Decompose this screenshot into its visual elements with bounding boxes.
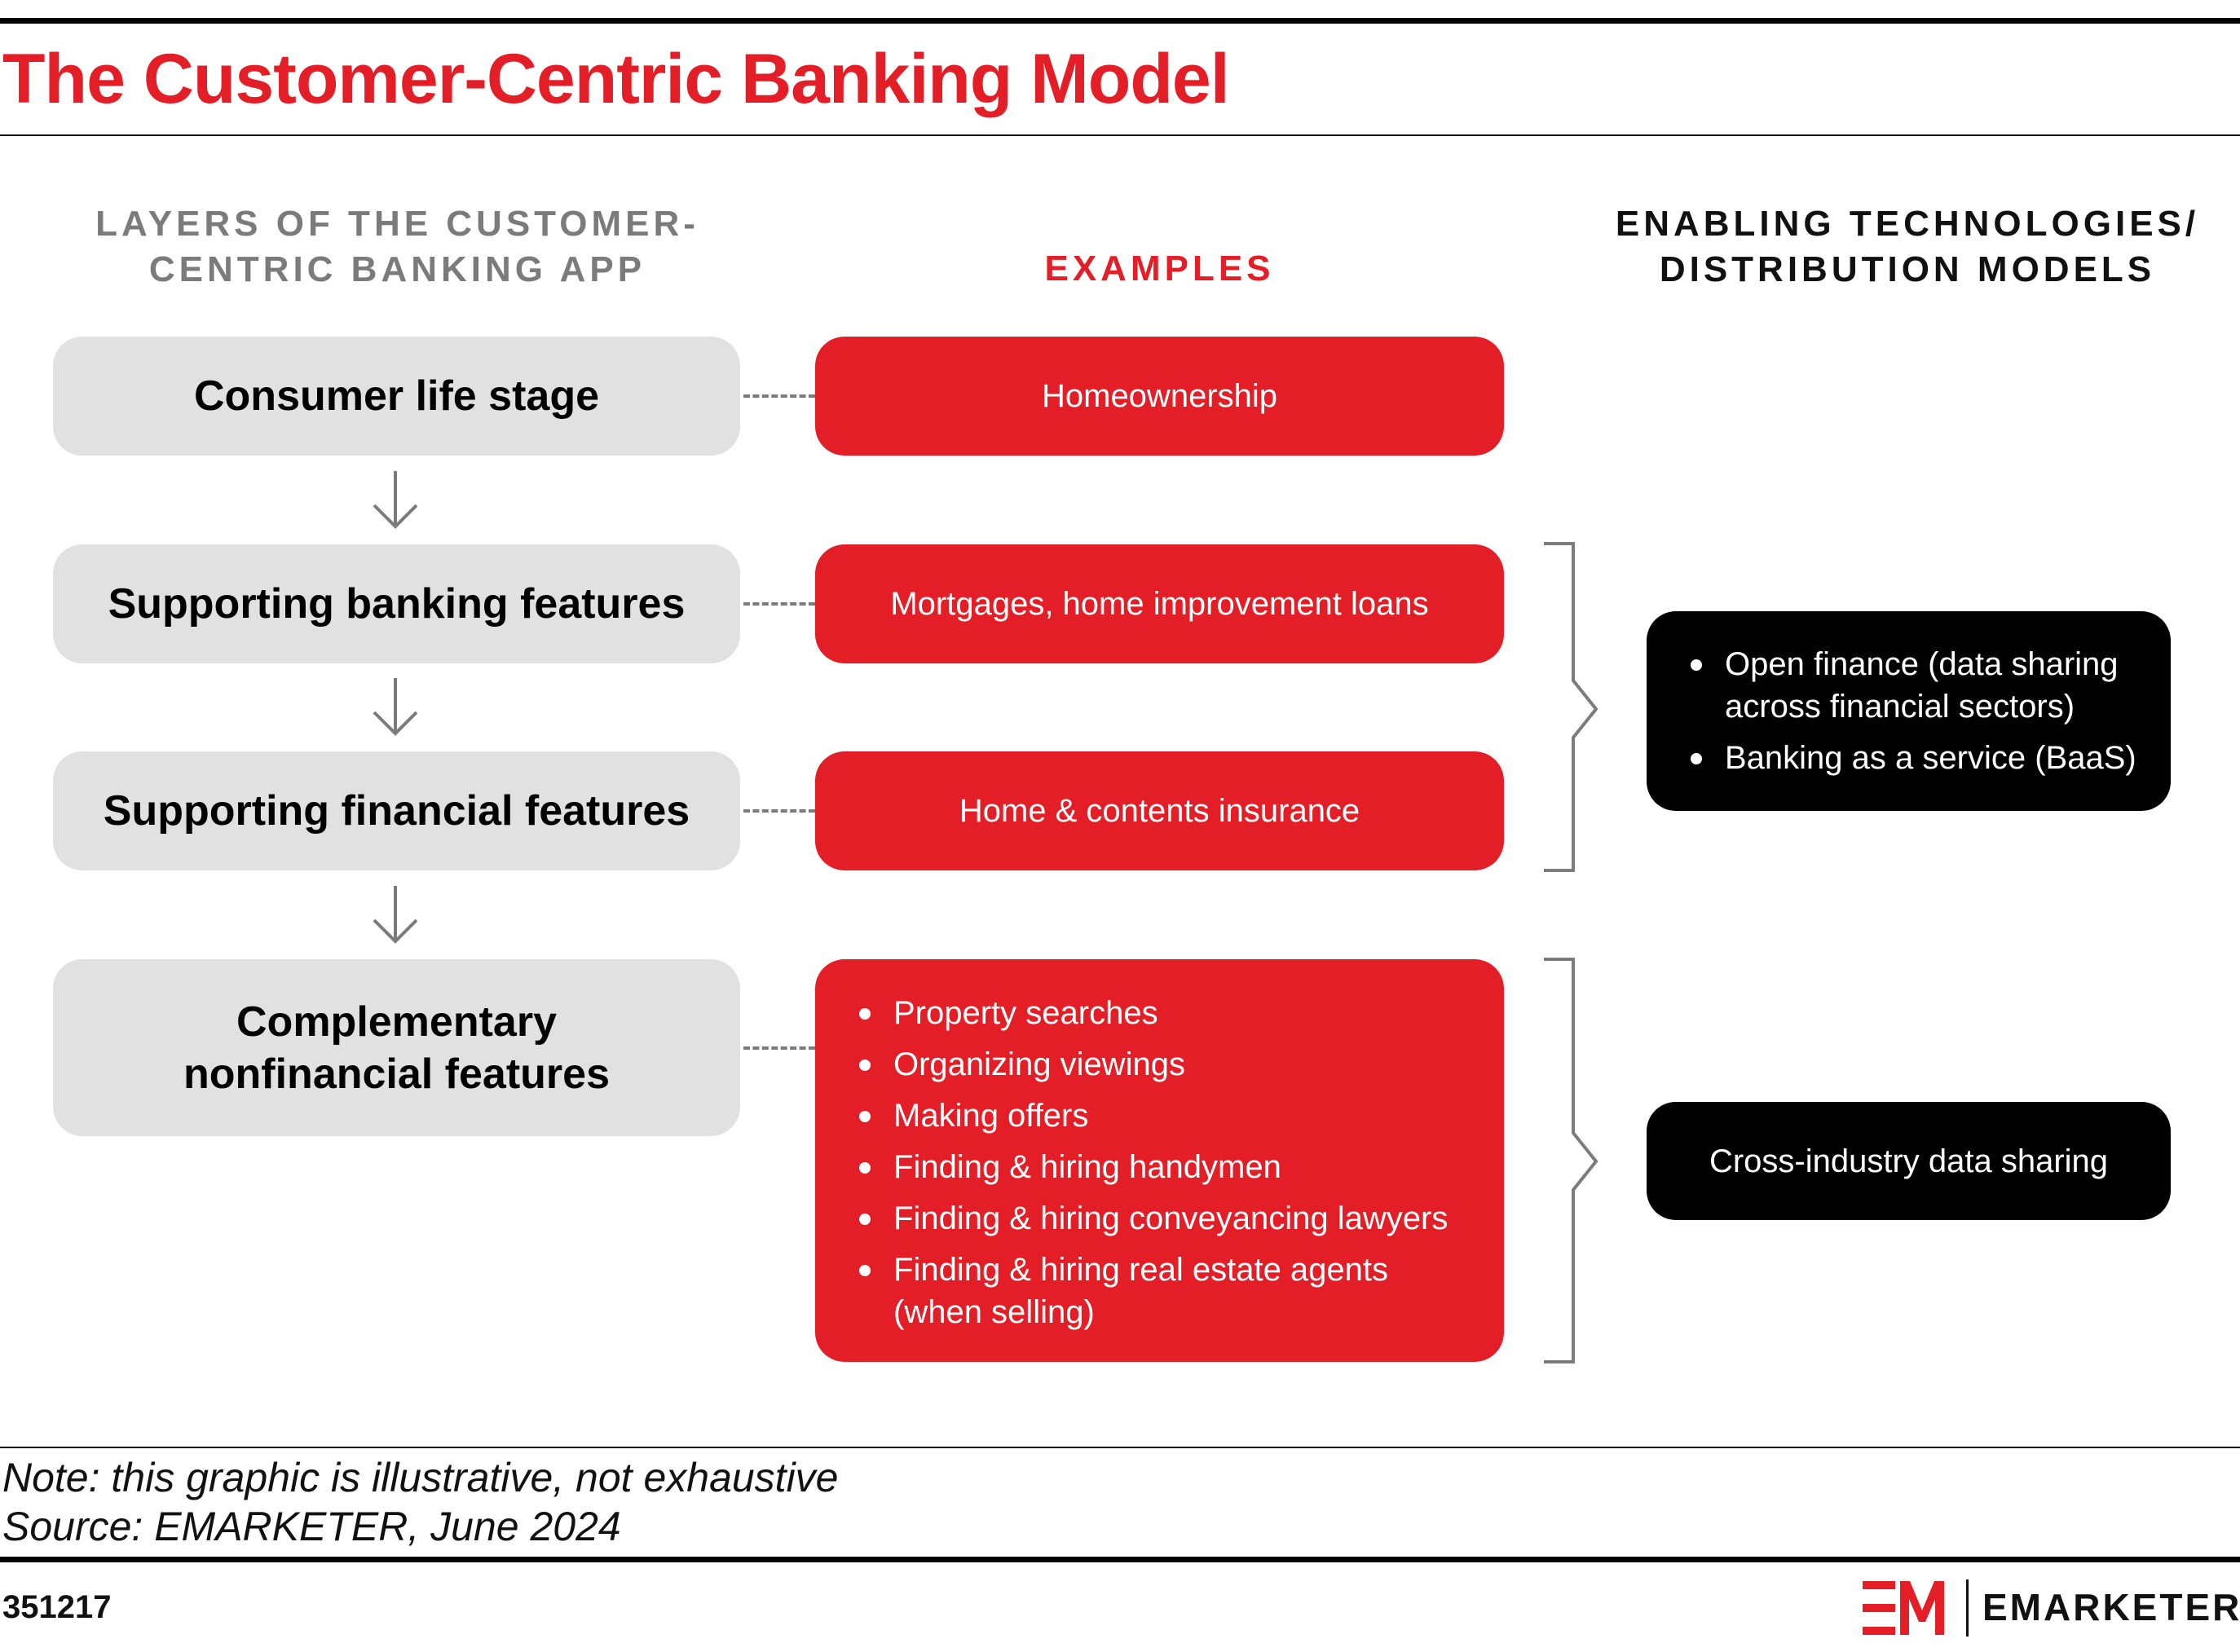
example-homeownership: Homeownership [815, 337, 1504, 456]
example-insurance: Home & contents insurance [815, 751, 1504, 870]
layer-complementary-nonfinancial-features: Complementary nonfinancial features [53, 959, 740, 1136]
arrow-down-icon [373, 471, 418, 529]
brace-icon [1544, 542, 1598, 872]
brace-icon [1544, 958, 1598, 1363]
top-rule [0, 18, 2240, 24]
column-heading-enabling: ENABLING TECHNOLOGIES/ DISTRIBUTION MODE… [1615, 204, 2200, 289]
note-text: Note: this graphic is illustrative, not … [2, 1455, 839, 1500]
list-item: Finding & hiring real estate agents (whe… [856, 1249, 1448, 1333]
list-item: Banking as a service (BaaS) [1687, 737, 2136, 779]
technology-label: Cross-industry data sharing [1709, 1143, 2109, 1179]
source-text: Source: EMARKETER, June 2024 [2, 1504, 621, 1549]
layer-label: Supporting financial features [103, 787, 690, 835]
column-heading-layers: LAYERS OF THE CUSTOMER- CENTRIC BANKING … [95, 204, 699, 289]
page-title: The Customer-Centric Banking Model [2, 40, 1230, 118]
brand-name: EMARKETER [1982, 1586, 2240, 1628]
title-rule [0, 134, 2240, 136]
footer-thick-rule [0, 1557, 2240, 1562]
list-item: Making offers [856, 1095, 1448, 1137]
dashed-connector [743, 602, 815, 606]
dashed-connector [743, 1046, 815, 1050]
arrow-down-icon [373, 886, 418, 944]
example-nonfinancial-list: Property searches Organizing viewings Ma… [815, 959, 1504, 1362]
dashed-connector [743, 394, 815, 398]
layer-label: Complementary nonfinancial features [183, 998, 610, 1098]
list-item: Open finance (data sharing across financ… [1687, 643, 2136, 728]
list-item: Finding & hiring conveyancing lawyers [856, 1197, 1448, 1240]
arrow-down-icon [373, 678, 418, 736]
brand-divider [1966, 1579, 1969, 1637]
example-label: Home & contents insurance [959, 793, 1360, 829]
footer-rule [0, 1447, 2240, 1448]
example-mortgages: Mortgages, home improvement loans [815, 544, 1504, 663]
list-item: Finding & hiring handymen [856, 1146, 1448, 1188]
layer-consumer-life-stage: Consumer life stage [53, 337, 740, 456]
layer-label: Consumer life stage [193, 372, 600, 420]
technology-bullet-list: Open finance (data sharing across financ… [1687, 643, 2136, 779]
layer-label: Supporting banking features [108, 580, 686, 628]
list-item: Property searches [856, 992, 1448, 1034]
technology-open-finance-baas: Open finance (data sharing across financ… [1647, 611, 2171, 811]
example-bullet-list: Property searches Organizing viewings Ma… [856, 992, 1448, 1342]
em-logo-icon [1863, 1581, 1944, 1635]
layer-supporting-banking-features: Supporting banking features [53, 544, 740, 663]
example-label: Homeownership [1041, 378, 1278, 414]
dashed-connector [743, 809, 815, 813]
technology-cross-industry-data-sharing: Cross-industry data sharing [1647, 1102, 2171, 1220]
chart-id: 351217 [2, 1589, 112, 1625]
list-item: Organizing viewings [856, 1043, 1448, 1086]
column-heading-examples: EXAMPLES [1044, 249, 1275, 289]
example-label: Mortgages, home improvement loans [890, 586, 1429, 622]
layer-supporting-financial-features: Supporting financial features [53, 751, 740, 870]
